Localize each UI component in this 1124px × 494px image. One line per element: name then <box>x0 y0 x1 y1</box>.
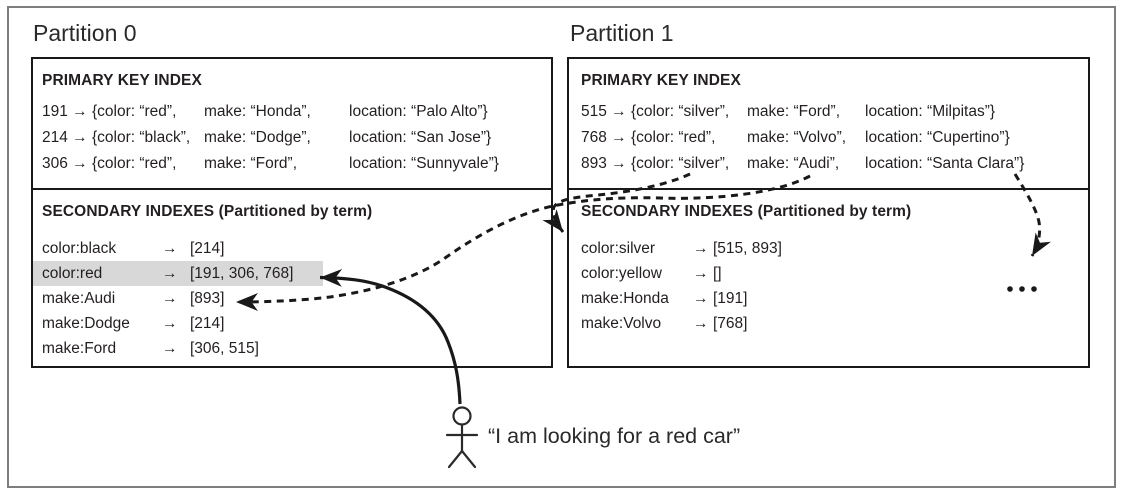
row-key: 306 → {color: “red”, <box>42 155 177 172</box>
row-key: 768 → {color: “red”, <box>581 129 716 146</box>
secondary-row: make:Audi → [893] <box>42 286 551 311</box>
arrow-glyph: → <box>162 265 178 282</box>
postings-cell: [214] <box>190 240 225 257</box>
secondary-row: color:black → [214] <box>42 236 551 261</box>
secondary-row: color:yellow → [] <box>581 261 1088 286</box>
partition-1-title: Partition 1 <box>570 20 674 46</box>
stick-figure-icon <box>445 406 479 469</box>
row-location: location: “Palo Alto”} <box>349 103 488 120</box>
term-cell: make:Honda <box>581 290 669 307</box>
term-cell: color:yellow <box>581 265 662 282</box>
arrow-glyph: → <box>693 240 709 257</box>
postings-cell: [306, 515] <box>190 340 259 357</box>
term-cell: make:Volvo <box>581 315 662 332</box>
row-location: location: “Milpitas”} <box>865 103 996 120</box>
partition-0-box: PRIMARY KEY INDEX 191 → {color: “red”, m… <box>31 57 553 368</box>
term-cell: color:red <box>42 265 103 282</box>
primary-row: 893 → {color: “silver”, make: “Audi”, lo… <box>581 151 1088 177</box>
arrow-glyph: → <box>162 340 178 357</box>
primary-row: 768 → {color: “red”, make: “Volvo”, loca… <box>581 125 1088 151</box>
term-cell: make:Ford <box>42 340 117 357</box>
row-key: 214 → {color: “black”, <box>42 129 191 146</box>
secondary-index-header: SECONDARY INDEXES (Partitioned by term) <box>42 203 373 220</box>
secondary-row: make:Ford → [306, 515] <box>42 336 551 361</box>
row-location: location: “Sunnyvale”} <box>349 155 499 172</box>
row-make: make: “Honda”, <box>204 103 311 120</box>
arrow-glyph: → <box>162 240 178 257</box>
row-make: make: “Dodge”, <box>204 129 311 146</box>
partition-0-primary-index-section: PRIMARY KEY INDEX 191 → {color: “red”, m… <box>33 59 551 188</box>
arrow-glyph: → <box>162 315 178 332</box>
secondary-index-header: SECONDARY INDEXES (Partitioned by term) <box>581 203 912 220</box>
primary-row: 191 → {color: “red”, make: “Honda”, loca… <box>42 99 551 125</box>
secondary-row-highlighted: color:red → [191, 306, 768] <box>33 261 551 286</box>
primary-row: 306 → {color: “red”, make: “Ford”, locat… <box>42 151 551 177</box>
row-location: location: “Santa Clara”} <box>865 155 1025 172</box>
user-query-quote: “I am looking for a red car” <box>488 424 741 448</box>
arrow-glyph: → <box>162 290 178 307</box>
term-cell: make:Dodge <box>42 315 130 332</box>
postings-cell: [191] <box>713 290 748 307</box>
row-make: make: “Audi”, <box>747 155 840 172</box>
row-make: make: “Ford”, <box>204 155 298 172</box>
postings-cell: [893] <box>190 290 225 307</box>
postings-cell: [] <box>713 265 722 282</box>
secondary-row: make:Volvo → [768] <box>581 311 1088 336</box>
postings-cell: [515, 893] <box>713 240 782 257</box>
arrow-glyph: → <box>693 290 709 307</box>
row-location: location: “San Jose”} <box>349 129 492 146</box>
row-make: make: “Ford”, <box>747 103 841 120</box>
arrow-glyph: → <box>693 315 709 332</box>
secondary-row: color:silver → [515, 893] <box>581 236 1088 261</box>
partition-0-title: Partition 0 <box>33 20 137 46</box>
postings-cell: [191, 306, 768] <box>190 265 294 282</box>
arrow-glyph: → <box>693 265 709 282</box>
secondary-row: make:Dodge → [214] <box>42 311 551 336</box>
postings-cell: [214] <box>190 315 225 332</box>
partition-1-box: PRIMARY KEY INDEX 515 → {color: “silver”… <box>567 57 1090 368</box>
secondary-row: make:Honda → [191] <box>581 286 1088 311</box>
term-cell: color:silver <box>581 240 656 257</box>
term-cell: color:black <box>42 240 117 257</box>
row-key: 191 → {color: “red”, <box>42 103 177 120</box>
primary-row: 515 → {color: “silver”, make: “Ford”, lo… <box>581 99 1088 125</box>
row-key: 515 → {color: “silver”, <box>581 103 730 120</box>
primary-index-header: PRIMARY KEY INDEX <box>42 72 202 89</box>
partition-0-secondary-index-section: SECONDARY INDEXES (Partitioned by term) … <box>33 188 551 366</box>
partition-1-secondary-index-section: SECONDARY INDEXES (Partitioned by term) … <box>569 188 1088 366</box>
partition-1-primary-index-section: PRIMARY KEY INDEX 515 → {color: “silver”… <box>569 59 1088 188</box>
primary-index-header: PRIMARY KEY INDEX <box>581 72 741 89</box>
row-location: location: “Cupertino”} <box>865 129 1010 146</box>
postings-cell: [768] <box>713 315 748 332</box>
row-make: make: “Volvo”, <box>747 129 847 146</box>
row-key: 893 → {color: “silver”, <box>581 155 730 172</box>
term-cell: make:Audi <box>42 290 116 307</box>
primary-row: 214 → {color: “black”, make: “Dodge”, lo… <box>42 125 551 151</box>
